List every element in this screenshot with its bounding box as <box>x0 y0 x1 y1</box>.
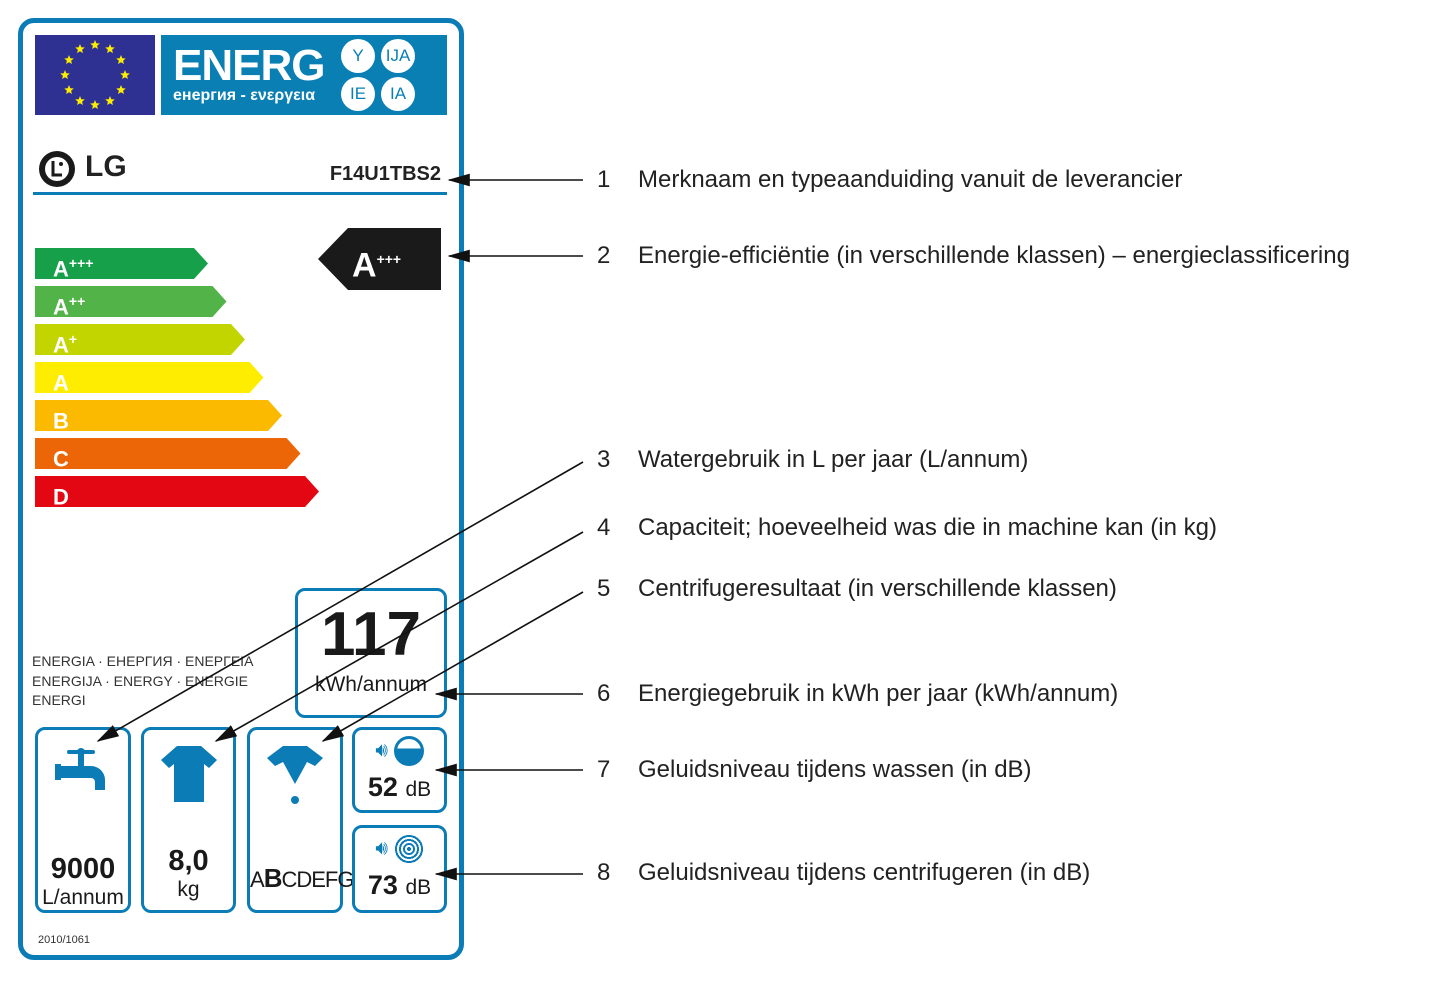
legend-number: 1 <box>597 166 611 193</box>
legend-text: Capaciteit; hoeveelheid was die in machi… <box>638 514 1217 541</box>
class-label: A <box>53 370 69 396</box>
arrow-3 <box>96 461 584 742</box>
legend-number: 8 <box>597 859 611 886</box>
divider <box>33 192 447 195</box>
header-subtitle: енергия - ενεργεια <box>173 87 316 104</box>
energy-class-bar: A+ <box>35 324 245 355</box>
speaker-icon: 🔊︎ <box>355 834 444 864</box>
suffix-ia: IA <box>381 77 415 111</box>
star-icon <box>75 44 85 54</box>
class-sup: + <box>68 331 78 347</box>
legend-number: 5 <box>597 575 611 602</box>
energy-consumption-box: 117 kWh/annum <box>295 588 447 718</box>
star-icon <box>120 70 130 79</box>
energy-words-line: ENERGIA · ЕНЕРГИЯ · ΕΝΕΡΓΕΙΑ <box>32 653 254 669</box>
energy-unit: kWh/annum <box>314 673 428 696</box>
spin-class-active: B <box>263 863 283 893</box>
star-icon <box>105 96 115 105</box>
label-frame <box>18 18 464 960</box>
header-title: ENERG <box>173 41 325 90</box>
legend-text: Energie-efficiëntie (in verschillende kl… <box>638 242 1350 269</box>
energy-class-bar: A <box>35 362 264 393</box>
regulation-number: 2010/1061 <box>38 934 90 946</box>
energy-words-line: ENERGIJA · ENERGY · ENERGIE <box>32 672 249 689</box>
class-label: A <box>53 256 69 282</box>
spin-tshirt-icon <box>267 746 323 804</box>
legend-text: Merknaam en typeaanduiding vanuit de lev… <box>638 166 1183 193</box>
legend-number: 2 <box>597 242 611 269</box>
class-label: A <box>53 332 69 358</box>
rating-label: A <box>352 246 377 285</box>
suffix-ie: IE <box>341 77 375 111</box>
noise-wash-unit: dB <box>405 778 432 801</box>
legend-number: 3 <box>597 446 611 473</box>
arrow-4 <box>214 531 584 742</box>
capacity-unit: kg <box>177 878 200 901</box>
class-sup: +++ <box>68 255 94 271</box>
arrow-5 <box>321 591 584 742</box>
suffix-y: Y <box>341 39 375 73</box>
speaker-icon: 🔊︎ <box>355 736 444 766</box>
star-icon <box>116 55 126 64</box>
star-icon <box>90 100 100 109</box>
energy-words-line: ENERGI <box>32 692 86 708</box>
class-label: A <box>53 294 69 320</box>
energy-class-bar: D <box>35 476 319 507</box>
legend-number: 7 <box>597 756 611 783</box>
energy-header: ENERG енергия - ενεργεια Y IJA IE IA <box>161 35 447 115</box>
spin-class-box: ABCDEFG <box>247 727 354 913</box>
eu-flag-icon <box>35 35 155 115</box>
rating-arrow: A+++ <box>318 228 441 290</box>
water-unit: L/annum <box>42 886 124 909</box>
noise-spin-value: 73 <box>367 870 398 900</box>
noise-wash-value: 52 <box>367 772 398 802</box>
class-sup: ++ <box>68 293 86 309</box>
energy-class-bar: A+++ <box>35 248 208 279</box>
legend-number: 4 <box>597 514 611 541</box>
star-icon <box>64 55 74 64</box>
energy-class-bar: C <box>35 438 301 469</box>
legend-number: 6 <box>597 680 611 707</box>
spin-classes: ABCDEFG <box>250 863 354 894</box>
energy-words: ENERGIA · ЕНЕРГИЯ · ΕΝΕΡΓΕΙΑ ENERGIJA · … <box>32 652 253 711</box>
class-label: B <box>53 408 69 434</box>
brand-name: LG <box>85 150 127 183</box>
spin-class-rest: CDEFG <box>281 867 354 892</box>
star-icon <box>116 85 126 94</box>
legend-text: Watergebruik in L per jaar (L/annum) <box>638 446 1029 473</box>
noise-wash-box: 🔊︎ 52 dB <box>352 727 447 813</box>
star-icon <box>105 44 115 54</box>
energy-class-bar: B <box>35 400 282 431</box>
star-icon <box>90 40 100 49</box>
legend-text: Geluidsniveau tijdens centrifugeren (in … <box>638 859 1091 886</box>
legend-text: Geluidsniveau tijdens wassen (in dB) <box>638 756 1032 783</box>
tshirt-icon <box>160 746 217 802</box>
rating-sup: +++ <box>376 251 402 267</box>
tap-icon <box>55 748 105 790</box>
capacity-value: 8,0 <box>168 845 209 877</box>
capacity-box: 8,0 kg <box>141 727 236 913</box>
lg-logo-icon <box>38 150 76 193</box>
drum-icon <box>393 736 424 766</box>
model-number: F14U1TBS2 <box>329 163 441 185</box>
star-icon <box>64 85 74 94</box>
class-label: D <box>53 484 69 510</box>
noise-spin-unit: dB <box>405 876 432 899</box>
spiral-icon <box>393 834 424 864</box>
water-value: 9000 <box>50 853 116 885</box>
star-icon <box>60 70 70 79</box>
star-icon <box>75 96 85 105</box>
spin-class-a: A <box>250 867 265 892</box>
energy-class-bar: A++ <box>35 286 227 317</box>
class-label: C <box>53 446 69 472</box>
suffix-ija: IJA <box>381 39 415 73</box>
legend-text: Energiegebruik in kWh per jaar (kWh/annu… <box>638 680 1119 707</box>
water-box: 9000 L/annum <box>35 727 131 913</box>
legend-text: Centrifugeresultaat (in verschillende kl… <box>638 575 1117 602</box>
